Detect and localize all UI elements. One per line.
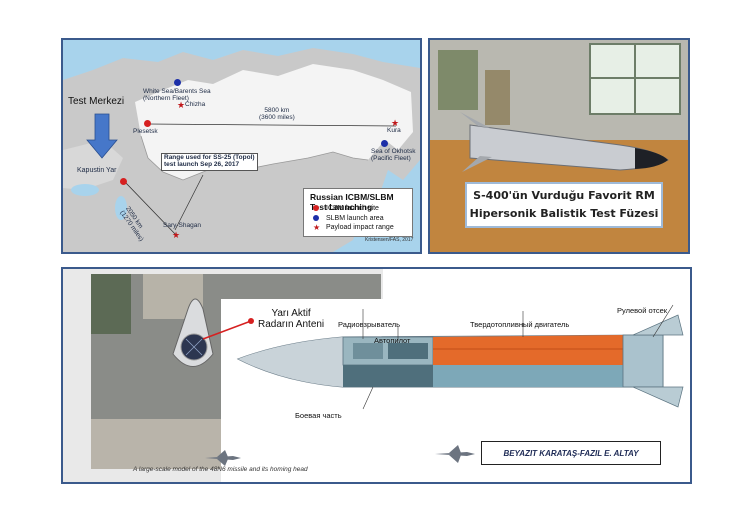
- range-note: Range used for SS-25 (Topol) test launch…: [161, 153, 258, 171]
- steering-label: Рулевой отсек: [617, 306, 668, 315]
- kapustin-yar-marker: [120, 178, 127, 185]
- missile-caption: S-400'ün Vurduğu Favorit RM Hipersonik B…: [465, 182, 663, 228]
- red-dot-icon: [313, 205, 319, 211]
- sary-shagan-star-icon: ★: [172, 230, 181, 240]
- model-photo-caption: A large-scale model of the 48N6 missile …: [133, 466, 308, 473]
- plesetsk-marker: [144, 120, 151, 127]
- white-sea-label: White Sea/Barents Sea (Northern Fleet): [143, 88, 211, 102]
- missile-photo-panel: S-400'ün Vurduğu Favorit RM Hipersonik B…: [428, 38, 690, 254]
- test-center-label: Test Merkezi: [68, 96, 125, 107]
- jet-icon: [435, 445, 475, 463]
- missile-diagram-panel: Yarı Aktif Radarın Anteni Радиовзрывател…: [61, 267, 692, 484]
- kura-star-icon: ★: [391, 118, 400, 128]
- missile-model-photo: [63, 269, 383, 482]
- warhead-label: Боевая часть: [295, 411, 342, 420]
- authors-box: BEYAZIT KARATAŞ-FAZIL E. ALTAY: [481, 441, 661, 465]
- kura-label: Kura: [387, 127, 401, 134]
- missile-cutaway-diagram: [236, 304, 684, 410]
- long-distance-label: 5800 km (3600 miles): [259, 107, 295, 121]
- legend-title: Russian ICBM/SLBM Test Launching: [310, 192, 394, 212]
- caption-line-2: Hipersonik Balistik Test Füzesi: [469, 207, 659, 220]
- radar-antenna-label: Yarı Aktif Radarın Anteni: [258, 308, 325, 330]
- map-legend: Russian ICBM/SLBM Test Launching ICBM la…: [303, 188, 413, 237]
- caption-line-1: S-400'ün Vurduğu Favorit RM: [473, 189, 655, 202]
- slbm-okhotsk-marker: [381, 140, 388, 147]
- slbm-white-sea-marker: [174, 79, 181, 86]
- chizha-star-icon: ★: [177, 100, 186, 110]
- plesetsk-label: Plesetsk: [133, 128, 158, 135]
- sary-shagan-label: Sary-Shagan: [163, 222, 201, 229]
- autopilot-label: Автопилот: [374, 336, 411, 345]
- red-star-icon: ★: [313, 223, 321, 232]
- radio-fuze-label: Радиовзрыватель: [338, 320, 401, 329]
- kapustin-yar-label: Kapustin Yar: [77, 167, 117, 174]
- blue-dot-icon: [313, 215, 319, 221]
- jet-icon: [205, 450, 241, 466]
- chizha-label: Chizha: [185, 101, 206, 108]
- okhotsk-label: Sea of Okhotsk (Pacific Fleet): [371, 148, 416, 162]
- motor-label: Твердотопливный двигатель: [470, 320, 570, 329]
- map-panel: Test Merkezi ★ Chizha White Sea/Barents …: [61, 38, 422, 254]
- map-credit: Kristensen/FAS, 2017: [365, 237, 414, 243]
